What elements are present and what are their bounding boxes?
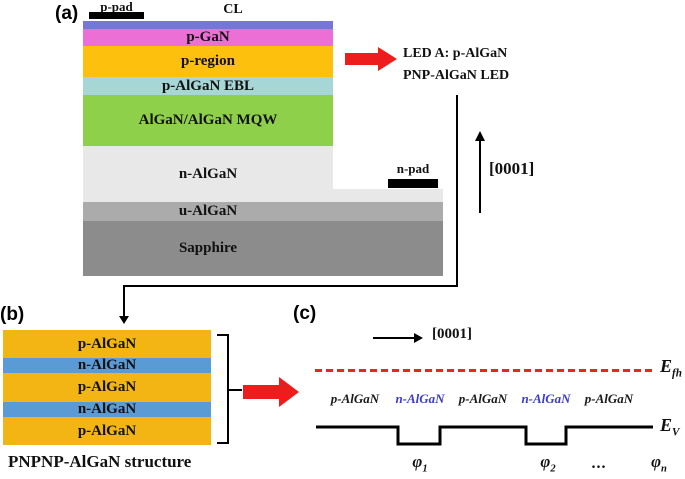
connector-arrowhead-down-icon xyxy=(119,316,129,324)
panel-c-label: (c) xyxy=(293,303,317,324)
callout-line1: LED A: p-AlGaN xyxy=(403,46,508,61)
layer-pgan-label: p-GaN xyxy=(186,29,230,45)
fermi-level-dashed-line xyxy=(315,369,653,372)
phi-1-base: φ xyxy=(412,452,423,471)
b-layer-0: p-AlGaN xyxy=(3,330,211,358)
b-layer-0-label: p-AlGaN xyxy=(77,336,137,352)
p-pad-bar xyxy=(89,12,144,19)
red-arrow-a-head xyxy=(378,47,397,71)
phi-n-base: φ xyxy=(651,452,662,471)
layer-ebl: p-AlGaN EBL xyxy=(83,77,333,95)
layer-sapphire-label: Sapphire xyxy=(178,240,238,256)
layer-nalgan-extension xyxy=(333,189,443,202)
phi-1-label: φ1 xyxy=(412,452,427,474)
cl-layer-label: CL xyxy=(223,2,243,17)
p-pad-label: p-pad xyxy=(100,0,133,14)
region-label-2: p-AlGaN xyxy=(458,391,508,406)
region-label-0: p-AlGaN xyxy=(330,391,380,406)
c-axis-arrow-a-head-icon xyxy=(475,131,485,141)
connector-drop-line xyxy=(123,285,125,316)
b-layer-4: p-AlGaN xyxy=(3,417,211,445)
valence-label-sub: V xyxy=(672,426,680,439)
connector-horizontal-line xyxy=(123,285,458,287)
phi-1-sub: 1 xyxy=(422,463,428,475)
layer-ualgan: u-AlGaN xyxy=(83,202,443,221)
phi-2-label: φ2 xyxy=(540,452,555,474)
bracket-middle-tick xyxy=(229,389,242,391)
layer-mqw-label: AlGaN/AlGaN MQW xyxy=(138,112,278,128)
c-axis-label-a: [0001] xyxy=(489,159,535,178)
b-layer-2: p-AlGaN xyxy=(3,373,211,402)
red-arrow-b-body xyxy=(243,385,279,399)
region-label-3: n-AlGaN xyxy=(521,391,571,406)
layer-nalgan-label: n-AlGaN xyxy=(178,166,238,182)
layer-pregion: p-region xyxy=(83,46,333,77)
valence-band-line xyxy=(316,425,653,446)
c-axis-arrow-c-head-icon xyxy=(414,333,423,343)
valence-band-label: EV xyxy=(660,415,679,439)
b-layer-1-label: n-AlGaN xyxy=(77,357,137,373)
connector-vertical-line xyxy=(456,95,458,286)
layer-pgan: p-GaN xyxy=(83,29,333,46)
fermi-level-label: Efh xyxy=(660,356,682,380)
callout-line2: PNP-AlGaN LED xyxy=(403,68,510,83)
region-label-4: p-AlGaN xyxy=(584,391,634,406)
layer-sapphire: Sapphire xyxy=(83,221,443,276)
red-arrow-b-head xyxy=(279,377,299,407)
bracket-top-tick xyxy=(217,334,229,336)
layer-nalgan-mesa: n-AlGaN xyxy=(83,146,333,202)
c-axis-label-c: [0001] xyxy=(432,326,472,342)
phi-n-sub: n xyxy=(661,463,667,475)
layer-ebl-label: p-AlGaN EBL xyxy=(161,78,255,94)
c-axis-arrow-c-line xyxy=(373,337,415,339)
bracket-bottom-tick xyxy=(217,442,229,444)
valence-label-base: E xyxy=(660,415,673,435)
layer-ualgan-label: u-AlGaN xyxy=(178,203,238,219)
panel-b-label: (b) xyxy=(0,304,25,325)
n-pad-bar xyxy=(388,179,438,188)
phi-n-label: φn xyxy=(651,452,667,474)
fermi-label-sub: fh xyxy=(672,367,682,380)
red-arrow-a-body xyxy=(345,53,378,65)
b-layer-3: n-AlGaN xyxy=(3,402,211,417)
layer-pregion-label: p-region xyxy=(181,53,235,69)
phi-ellipsis: ... xyxy=(591,455,607,472)
b-layer-4-label: p-AlGaN xyxy=(77,423,137,439)
phi-2-sub: 2 xyxy=(550,463,556,475)
layer-cl xyxy=(83,21,333,29)
panel-b-caption: PNPNP-AlGaN structure xyxy=(8,452,192,471)
bracket-vertical xyxy=(227,334,229,444)
b-layer-1: n-AlGaN xyxy=(3,358,211,373)
phi-2-base: φ xyxy=(540,452,551,471)
b-layer-3-label: n-AlGaN xyxy=(77,401,137,417)
c-axis-arrow-a-line xyxy=(479,140,481,213)
n-pad-label: n-pad xyxy=(396,161,430,176)
panel-a-label: (a) xyxy=(55,3,79,24)
fermi-label-base: E xyxy=(660,356,673,376)
b-layer-2-label: p-AlGaN xyxy=(77,379,137,395)
layer-mqw: AlGaN/AlGaN MQW xyxy=(83,95,333,146)
region-label-1: n-AlGaN xyxy=(395,391,445,406)
